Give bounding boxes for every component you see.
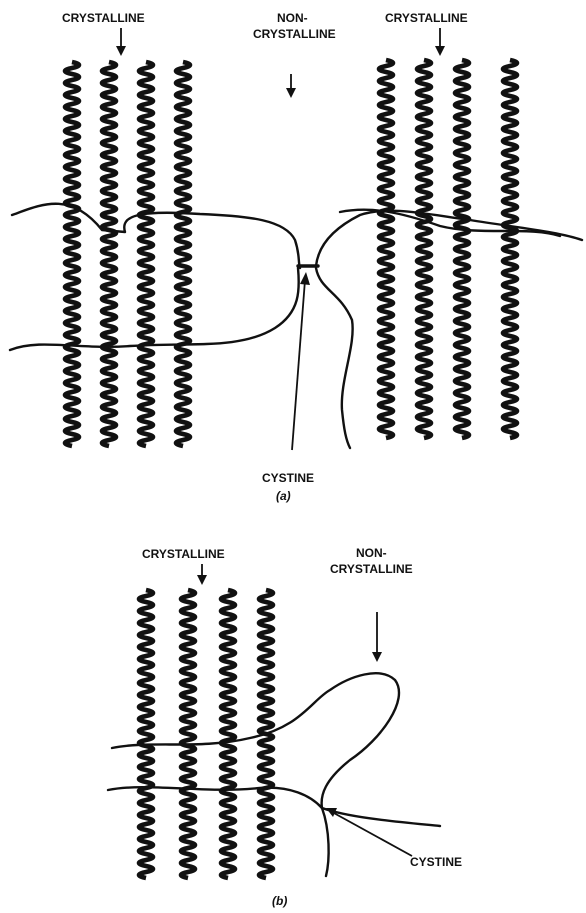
- right-polymer-chain: [340, 210, 560, 236]
- arrowhead-crystalline-left: [116, 46, 126, 56]
- arrowhead-cystine-a: [300, 272, 310, 285]
- helix-strand: [417, 60, 431, 438]
- hanging-polymer-chain: [316, 268, 353, 448]
- label-crystalline-left: CRYSTALLINE: [62, 11, 145, 25]
- crystalline-helices-left: [65, 62, 190, 446]
- label-crystalline-b: CRYSTALLINE: [142, 547, 225, 561]
- arrowhead-crystalline-right: [435, 46, 445, 56]
- arrowhead-noncrystalline-a: [286, 88, 296, 98]
- helix-strand: [139, 62, 153, 446]
- caption-a: (a): [276, 489, 291, 503]
- helix-strand: [176, 62, 190, 446]
- arrowhead-noncrystalline-b: [372, 652, 382, 662]
- helix-strand: [221, 590, 235, 878]
- helix-strand: [379, 60, 393, 438]
- label-noncrystalline-b-line2: CRYSTALLINE: [330, 562, 413, 576]
- helix-strand: [181, 590, 195, 878]
- upper-polymer-chain: [12, 204, 582, 268]
- tail-polymer-chain-lower: [322, 808, 329, 876]
- label-noncrystalline-b-line1: NON-: [356, 546, 387, 560]
- label-noncrystalline-a-line1: NON-: [277, 11, 308, 25]
- panel-b: CRYSTALLINE NON- CRYSTALLINE CYSTINE (b): [108, 546, 462, 908]
- crystalline-helices-right: [379, 60, 517, 438]
- label-cystine-a: CYSTINE: [262, 471, 314, 485]
- arrowhead-crystalline-b: [197, 575, 207, 585]
- label-crystalline-right: CRYSTALLINE: [385, 11, 468, 25]
- label-cystine-b: CYSTINE: [410, 855, 462, 869]
- crystalline-helices-b: [139, 590, 273, 878]
- helix-strand: [65, 62, 79, 446]
- panel-a: CRYSTALLINE NON- CRYSTALLINE CRYSTALLINE…: [10, 11, 582, 503]
- caption-b: (b): [272, 894, 287, 908]
- helix-strand: [139, 590, 153, 878]
- helix-strand: [503, 60, 517, 438]
- helix-strand: [455, 60, 469, 438]
- helix-strand: [102, 62, 116, 446]
- label-noncrystalline-a-line2: CRYSTALLINE: [253, 27, 336, 41]
